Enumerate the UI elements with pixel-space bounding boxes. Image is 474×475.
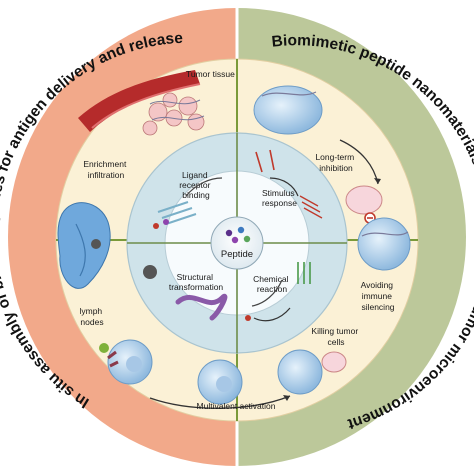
chemical-glyph [245, 262, 311, 322]
antigen-particle-icon [99, 343, 109, 353]
peptide-dot-icon [225, 229, 233, 237]
peptide-dot-icon [231, 236, 239, 244]
peptide-dot-icon [243, 235, 251, 243]
tumor-cell-cluster [142, 92, 205, 136]
avoiding-label: Avoiding immune silencing [361, 280, 396, 312]
multivalent-arrow-icon [149, 395, 291, 409]
cycle-arrow-icon [185, 177, 223, 197]
structural-label: Structural transformation [169, 272, 224, 292]
killing-label: Killing tumor cells [311, 326, 360, 347]
lymph-nodes-label: lymph nodes [79, 306, 104, 327]
antibody-icon [107, 350, 119, 368]
tumor-tissue-label: Tumor tissue [186, 69, 235, 79]
ligand-label: Ligand receptor binding [179, 170, 213, 200]
cell-icon [357, 217, 411, 271]
chemical-label: Chemical reaction [253, 274, 291, 294]
enrichment-label: Enrichment infiltration [83, 159, 128, 180]
cell-icon [107, 339, 153, 385]
peptide-label: Peptide [221, 249, 253, 260]
tcell-icon [345, 185, 383, 215]
long-term-label: Long-term inhibition [315, 152, 356, 173]
multivalent-label: Multivalent activation [197, 401, 276, 411]
stimulus-glyph [255, 149, 323, 219]
stimulus-label: Stimulus response [262, 188, 297, 208]
tcell-icon [321, 351, 347, 373]
cell-icon [253, 85, 323, 135]
ligand-receptor-glyph [153, 201, 197, 229]
cycle-arrow-icon [251, 279, 283, 307]
peptide-dot-icon [237, 226, 245, 234]
peptide-center [210, 216, 264, 270]
cell-icon [197, 359, 243, 405]
structural-glyph [143, 265, 228, 321]
cell-icon [277, 349, 323, 395]
lymph-particle-icon [91, 239, 101, 249]
